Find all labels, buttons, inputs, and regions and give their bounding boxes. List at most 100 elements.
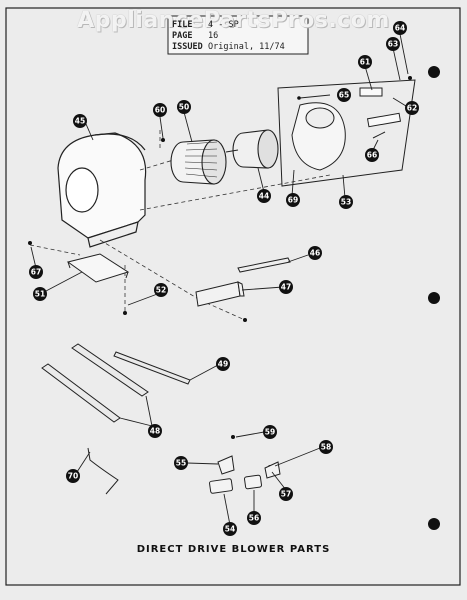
callout-label: 58 bbox=[321, 443, 331, 452]
callout-50: 50 bbox=[177, 100, 191, 114]
callout-60: 60 bbox=[153, 103, 167, 117]
callout-54: 54 bbox=[223, 522, 237, 536]
callout-label: 51 bbox=[35, 290, 45, 299]
binder-hole bbox=[428, 292, 440, 304]
callout-63: 63 bbox=[386, 37, 400, 51]
callout-bubble bbox=[154, 283, 168, 297]
callout-49: 49 bbox=[216, 357, 230, 371]
callout-58: 58 bbox=[319, 440, 333, 454]
callout-label: 62 bbox=[407, 104, 417, 113]
callout-bubble bbox=[339, 195, 353, 209]
issued-label: ISSUED bbox=[172, 42, 203, 52]
small-parts bbox=[209, 455, 281, 494]
callout-label: 50 bbox=[179, 103, 189, 112]
callout-bubble bbox=[393, 21, 407, 35]
callout-label: 57 bbox=[281, 490, 291, 499]
leader-lines bbox=[30, 33, 409, 526]
info-issued-row: ISSUED Original, 11/74 bbox=[172, 42, 285, 53]
callout-62: 62 bbox=[405, 101, 419, 115]
callout-66: 66 bbox=[365, 148, 379, 162]
callout-69: 69 bbox=[286, 193, 300, 207]
callout-label: 48 bbox=[150, 427, 160, 436]
callout-bubble bbox=[358, 55, 372, 69]
callout-52: 52 bbox=[154, 283, 168, 297]
callout-label: 47 bbox=[281, 283, 291, 292]
callout-label: 46 bbox=[310, 249, 320, 258]
callout-bubble bbox=[73, 114, 87, 128]
callout-59: 59 bbox=[263, 425, 277, 439]
slide-rails bbox=[41, 343, 191, 423]
callout-bubble bbox=[174, 456, 188, 470]
callout-bubble bbox=[319, 440, 333, 454]
callout-label: 60 bbox=[155, 106, 165, 115]
callout-label: 67 bbox=[31, 268, 41, 277]
callout-label: 65 bbox=[339, 91, 349, 100]
callout-67: 67 bbox=[29, 265, 43, 279]
callout-bubble bbox=[223, 522, 237, 536]
callout-label: 59 bbox=[265, 428, 275, 437]
callout-label: 56 bbox=[249, 514, 259, 523]
issued-value: Original, 11/74 bbox=[208, 42, 285, 52]
callout-bubble bbox=[33, 287, 47, 301]
blower-motor bbox=[225, 129, 279, 169]
callout-46: 46 bbox=[308, 246, 322, 260]
callout-47: 47 bbox=[279, 280, 293, 294]
callout-bubble bbox=[337, 88, 351, 102]
callout-bubble bbox=[263, 425, 277, 439]
callout-bubble bbox=[405, 101, 419, 115]
callout-markers: 64 63 61 65 62 66 60 50 45 44 69 53 46 47 67 51 52 49 48 59… bbox=[29, 21, 419, 536]
callout-70: 70 bbox=[66, 469, 80, 483]
callout-56: 56 bbox=[247, 511, 261, 525]
callout-label: 70 bbox=[68, 472, 78, 481]
callout-bubble bbox=[66, 469, 80, 483]
callout-label: 54 bbox=[225, 525, 235, 534]
page-label: PAGE bbox=[172, 31, 193, 41]
callout-55: 55 bbox=[174, 456, 188, 470]
callout-65: 65 bbox=[337, 88, 351, 102]
callout-bubble bbox=[153, 103, 167, 117]
info-box bbox=[167, 15, 309, 55]
file-value: 4 - SP bbox=[208, 20, 239, 30]
page-value: 16 bbox=[208, 31, 219, 41]
callout-bubble bbox=[247, 511, 261, 525]
callout-61: 61 bbox=[358, 55, 372, 69]
callout-label: 66 bbox=[367, 151, 377, 160]
callout-bubble bbox=[308, 246, 322, 260]
callout-bubble bbox=[257, 189, 271, 203]
callout-label: 52 bbox=[156, 286, 166, 295]
diagram-caption: DIRECT DRIVE BLOWER PARTS bbox=[136, 544, 331, 555]
callout-label: 64 bbox=[395, 24, 405, 33]
callout-bubble bbox=[29, 265, 43, 279]
callout-bubble bbox=[177, 100, 191, 114]
binder-hole bbox=[428, 66, 440, 78]
support-strip bbox=[237, 257, 291, 273]
wire-harness bbox=[87, 447, 119, 495]
callout-48: 48 bbox=[148, 424, 162, 438]
blower-housing bbox=[57, 132, 147, 248]
mounting-plate bbox=[66, 253, 130, 283]
callout-label: 61 bbox=[360, 58, 370, 67]
callout-53: 53 bbox=[339, 195, 353, 209]
callout-bubble bbox=[386, 37, 400, 51]
callout-64: 64 bbox=[393, 21, 407, 35]
callout-bubble bbox=[279, 280, 293, 294]
callout-bubble bbox=[365, 148, 379, 162]
callout-bubble bbox=[286, 193, 300, 207]
watermark-text: AppliancePartsPros.com bbox=[77, 8, 390, 33]
info-page-row: PAGE 16 bbox=[172, 31, 285, 42]
callout-bubble bbox=[279, 487, 293, 501]
binder-hole bbox=[428, 518, 440, 530]
angle-bracket bbox=[195, 281, 245, 307]
callout-label: 63 bbox=[388, 40, 398, 49]
callout-bubble bbox=[216, 357, 230, 371]
callout-label: 45 bbox=[75, 117, 85, 126]
callout-label: 44 bbox=[259, 192, 269, 201]
callout-44: 44 bbox=[257, 189, 271, 203]
callout-label: 49 bbox=[218, 360, 228, 369]
info-file-row: FILE 4 - SP bbox=[172, 20, 285, 31]
callout-51: 51 bbox=[33, 287, 47, 301]
file-label: FILE bbox=[172, 20, 193, 30]
page-border bbox=[5, 7, 461, 586]
callout-bubble bbox=[148, 424, 162, 438]
